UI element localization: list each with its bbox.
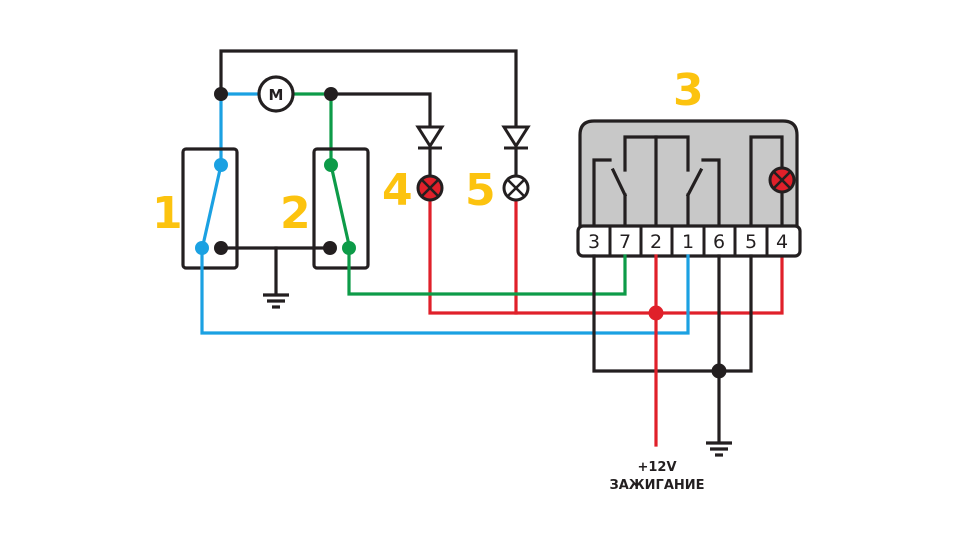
switch-2-blade [329,163,351,247]
motor: M [257,75,295,113]
relay-body [578,119,799,242]
wire-lamp4-red [428,198,784,315]
diode-icon [501,125,531,149]
switch-1 [181,147,239,270]
lamp-5-icon [502,174,530,202]
ground-icon [263,293,289,309]
diode-icon [415,125,445,149]
junction-dot [214,87,228,101]
ground-icon [706,441,732,457]
relay-pin-label: 4 [776,231,788,253]
wire-black-ground-bus [592,254,753,373]
diode-lamp-4 [415,125,445,178]
relay-module-3: 3 7 2 1 6 5 4 [576,119,802,258]
wire-blue-to-pin1 [200,246,690,335]
switch-1-contact-top [214,158,228,172]
relay-pin-label: 5 [745,231,757,253]
label-lamp-4: 4 [382,165,413,216]
label-switch-2: 2 [280,188,311,239]
relay-indicator-lamp-icon [768,166,796,194]
power-voltage-label: +12V [637,460,676,475]
lamp-4-icon [416,174,444,202]
label-relay-3: 3 [673,65,704,116]
relay-pin-label: 2 [650,231,662,253]
wire-to-lamp4-diode [329,92,432,128]
switch-2-contact-top [324,158,338,172]
label-lamp-5: 5 [465,165,496,216]
relay-pin-label: 3 [588,231,600,253]
junction-dot [324,87,338,101]
switch-2 [312,147,370,270]
relay-pin-label: 6 [713,231,725,253]
wire-top-black [219,49,518,128]
wire-green-to-pin7 [347,246,627,296]
junction-dot [711,363,727,379]
relay-pin-label: 1 [682,231,694,253]
power-source-label: ЗАЖИГАНИЕ [609,478,704,493]
relay-pin-label: 7 [619,231,631,253]
switch-1-blade [201,163,223,247]
label-switch-1: 1 [152,188,183,239]
switch-2-body [312,147,370,270]
motor-label: M [269,86,284,104]
switch-1-body [181,147,239,270]
diode-lamp-5 [501,125,531,178]
motor-circle [257,75,295,113]
junction-dot-red [648,305,664,321]
